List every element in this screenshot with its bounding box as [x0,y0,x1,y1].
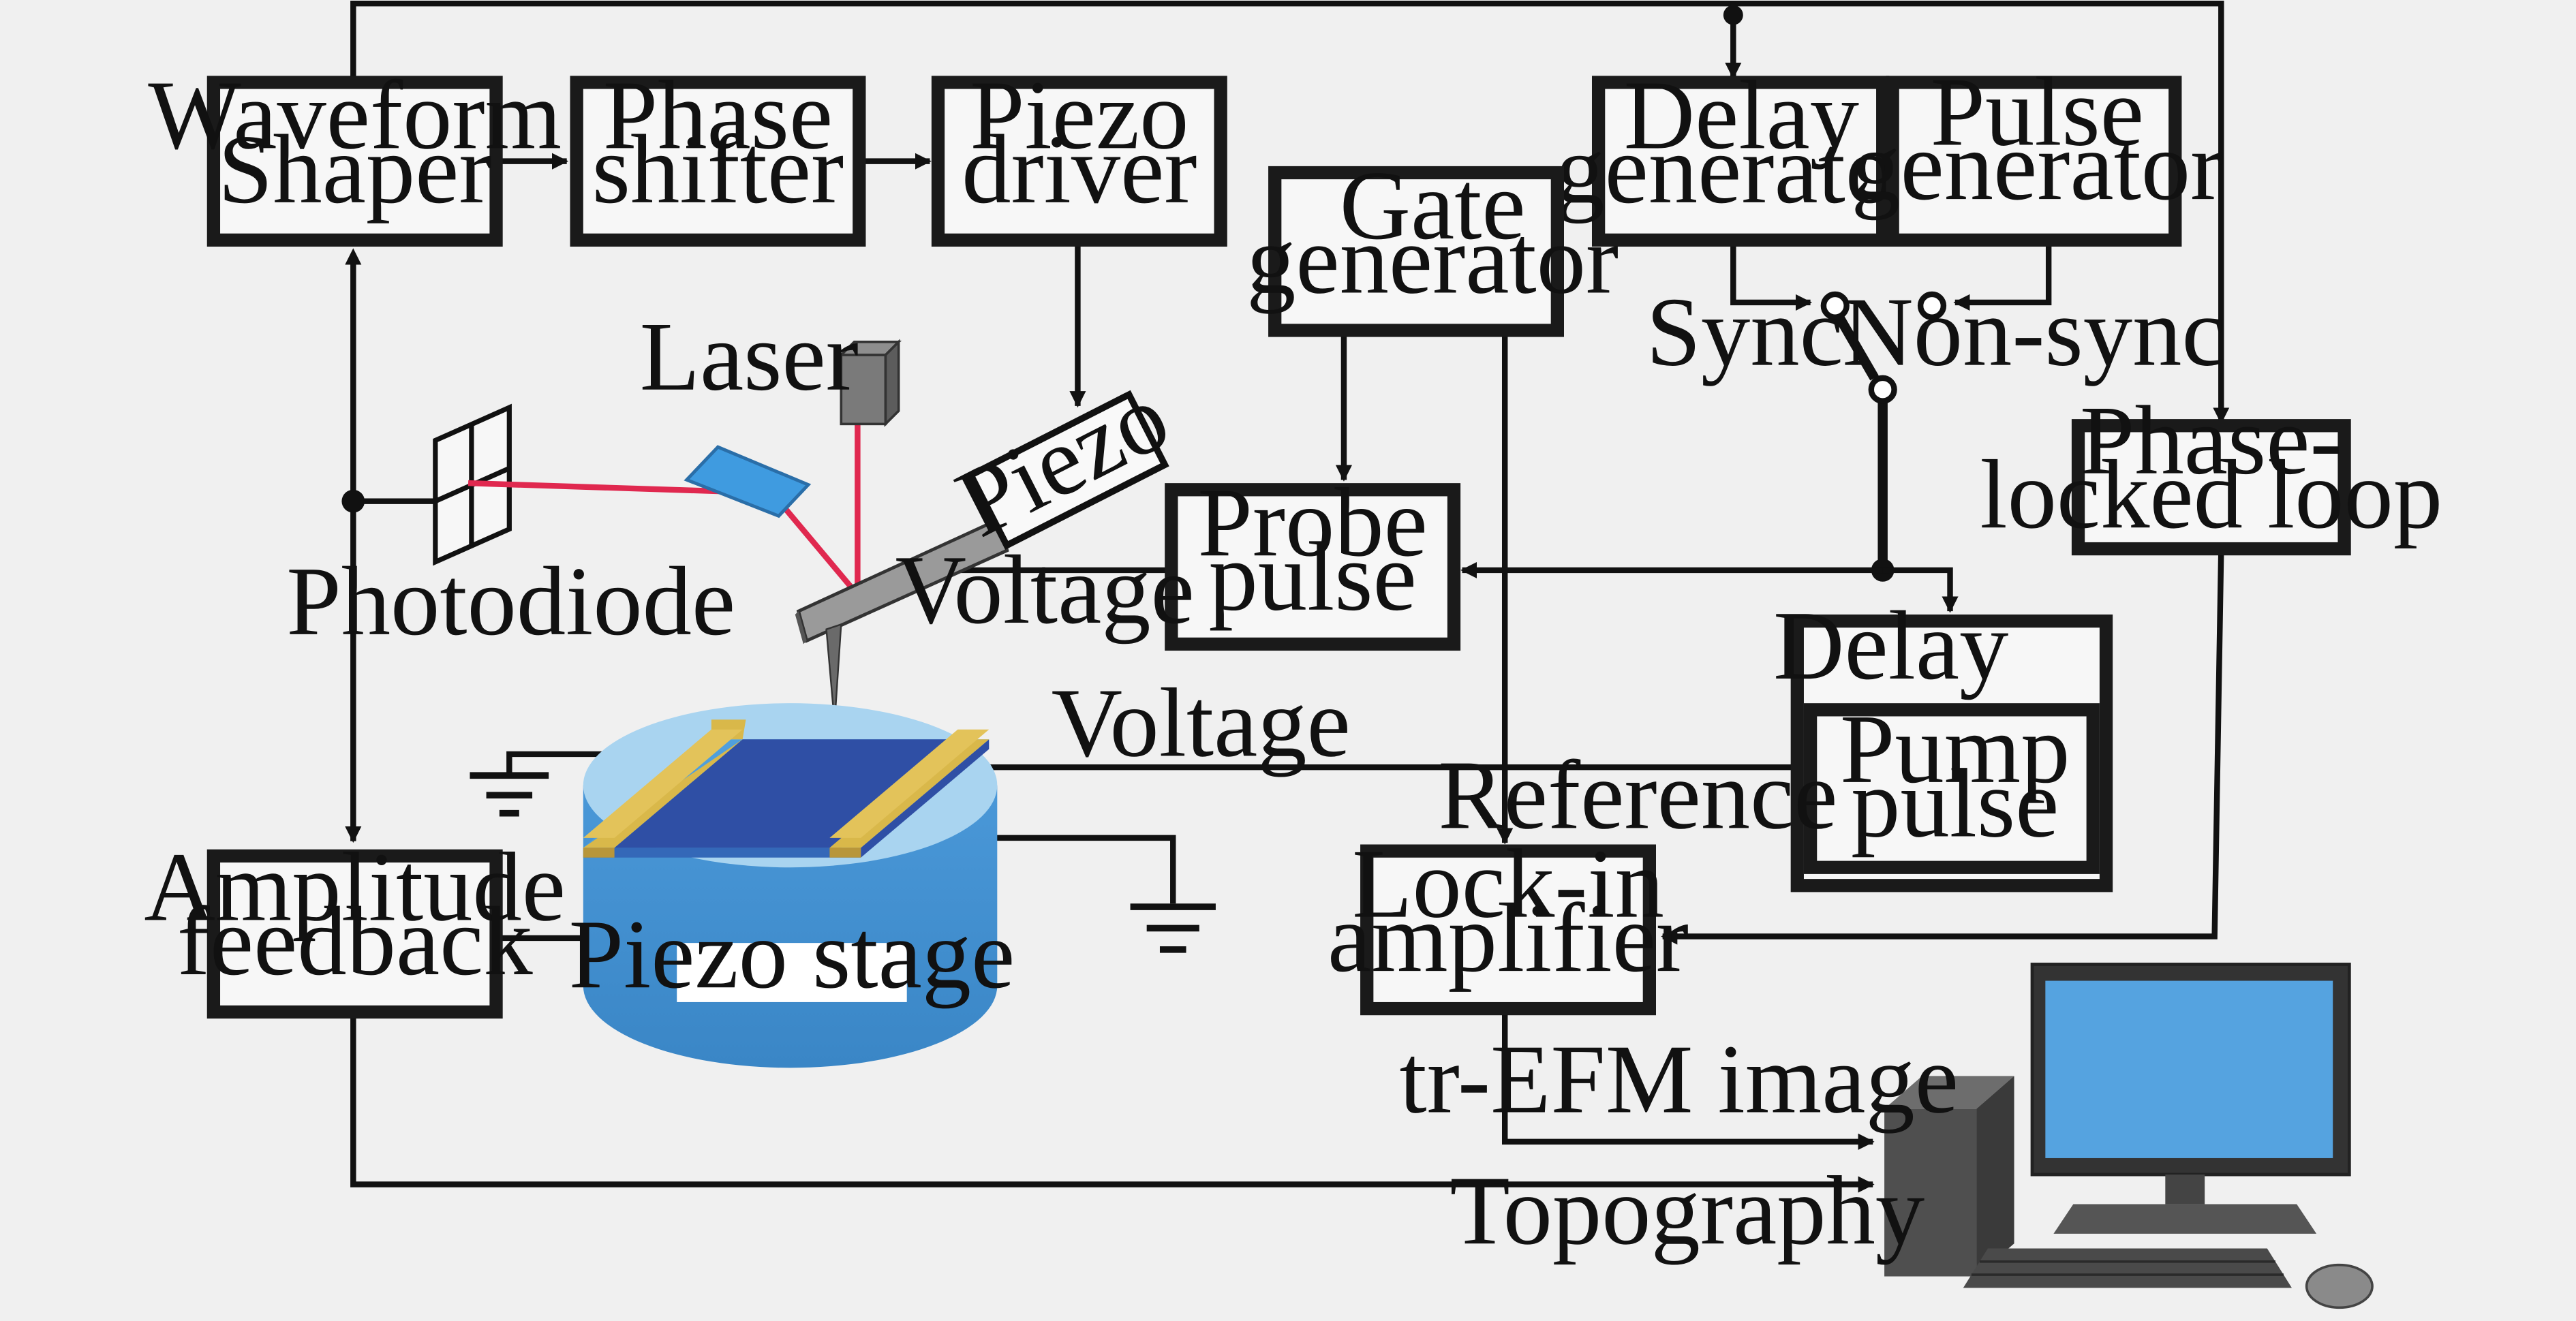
phase-locked-loop-label-2: locked loop [1980,440,2442,549]
topography-label: Topography [1450,1156,1925,1265]
delay-generator-label-1: Delay [1624,61,1859,170]
gate-generator-label-1: Gate [1340,151,1526,260]
waveform-shaper-label-1: Waveform [148,61,562,170]
piezo-driver-label-2: driver [962,115,1197,224]
phase-shifter-label-1: Phase [603,61,833,170]
gate-generator-block: Gate generator [1246,151,1619,337]
laser-beam [467,424,861,603]
waveform-shaper-block: Waveform Shaper [148,61,562,247]
switch-contact-non-sync [1917,291,1947,320]
pulse-generator-block: Pulse generator [1851,58,2223,247]
tr-efm-image-label: tr-EFM image [1399,1025,1959,1134]
pulse-generator-label-1: Pulse [1931,58,2144,167]
phase-shifter-label-2: shifter [592,115,844,224]
laser-source-icon [838,339,902,427]
amplitude-feedback-label-2: feedback [177,887,534,996]
piezo-block: Piezo [940,362,1185,558]
waveform-shaper-label-2: Shaper [218,115,492,224]
sync-label: Sync [1646,278,1843,387]
computer-icon [1884,963,2374,1309]
monitor-screen [2045,980,2333,1158]
lock-in-amplifier-label-1: Lock-in [1352,830,1664,939]
delay-block: Delay Pump pulse [1773,591,2113,892]
pump-pulse-block: Pump pulse [1803,695,2100,874]
ground-symbol-left [470,772,549,817]
probe-pulse-block: Probe pulse [1165,468,1461,651]
pump-pulse-label-2: pulse [1851,749,2059,858]
phase-shifter-block: Phase shifter [570,61,866,247]
phase-locked-loop-label-1: Phase- [2080,386,2343,495]
piezo-stage-label: Piezo stage [569,900,1015,1009]
gate-generator-label-2: generator [1246,206,1619,315]
delay-generator-label-2: generator [1555,115,1927,224]
delay-generator-block: Delay generator [1555,61,1927,247]
reference-label: Reference [1438,741,1837,850]
piezo-label: Piezo [940,362,1185,558]
voltage-pump-label: Voltage [1052,668,1351,777]
signal-wires [341,0,2230,1193]
switch-pivot [1868,375,1897,404]
voltage-probe-label: Voltage [895,535,1195,644]
delay-label: Delay [1773,591,2008,700]
piezo-stage-icon: Piezo stage [569,703,1015,1068]
switch-contact-sync [1820,291,1850,320]
probe-pulse-label-1: Probe [1197,468,1427,577]
amplitude-feedback-block: Amplitude feedback [144,833,566,1019]
piezo-driver-label-1: Piezo [970,61,1189,170]
mirror-icon [684,445,812,518]
ground-symbol-right [1130,903,1216,953]
cantilever-icon [795,516,1009,724]
photodiode-label: Photodiode [286,547,735,656]
probe-pulse-label-2: pulse [1209,523,1417,632]
lock-in-amplifier-label-2: amplifier [1328,884,1689,993]
piezo-driver-block: Piezo driver [931,61,1227,247]
lock-in-amplifier-block: Lock-in amplifier [1328,830,1689,1016]
amplitude-feedback-label-1: Amplitude [144,833,566,942]
pulse-generator-label-2: generator [1851,112,2223,221]
pump-pulse-label-1: Pump [1840,695,2070,804]
laser-label: Laser [640,302,859,411]
phase-locked-loop-block: Phase- locked loop [1980,386,2442,556]
non-sync-label: Non-sync [1842,278,2225,387]
